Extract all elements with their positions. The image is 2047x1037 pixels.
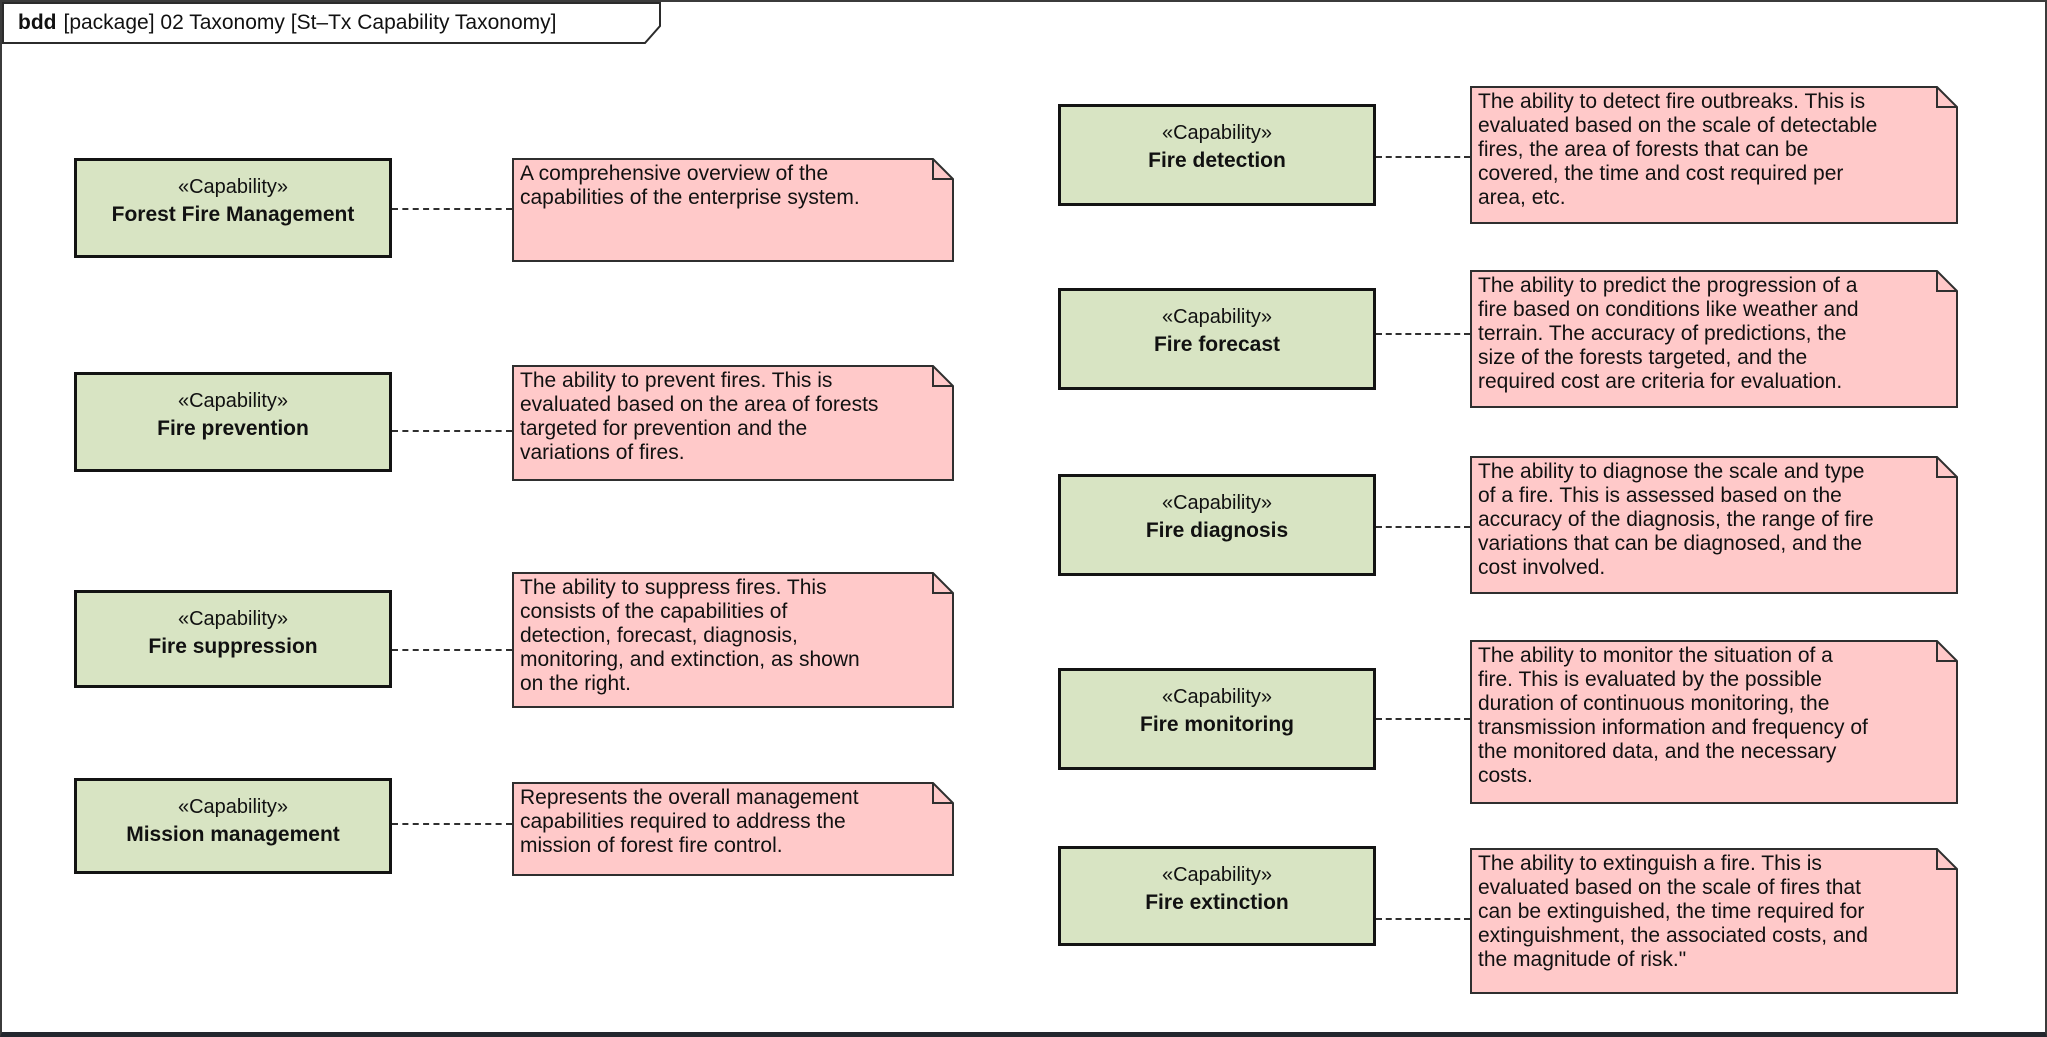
capability-block-fire-suppression[interactable]: «Capability» Fire suppression [74, 590, 392, 688]
capability-name: Forest Fire Management [111, 203, 355, 226]
capability-name: Fire prevention [157, 417, 309, 440]
capability-block-fire-diagnosis[interactable]: «Capability» Fire diagnosis [1058, 474, 1376, 576]
note-text: A comprehensive overview of the capabili… [520, 162, 860, 209]
connector-fire-extinction-note [1376, 918, 1470, 920]
connector-forest-fire-management-note [392, 208, 512, 210]
note-text: The ability to detect fire outbreaks. Th… [1478, 90, 1878, 209]
stereotype-label: «Capability» [1161, 492, 1273, 514]
note-mission-management[interactable]: Represents the overall management capabi… [512, 782, 954, 876]
capability-name: Fire suppression [148, 635, 318, 658]
connector-mission-management-note [392, 823, 512, 825]
stereotype-label: «Capability» [177, 390, 289, 412]
connector-fire-prevention-note [392, 430, 512, 432]
note-shape [512, 158, 954, 262]
stereotype-label: «Capability» [1161, 864, 1273, 886]
connector-fire-detection-note [1376, 156, 1470, 158]
note-shape [1470, 456, 1958, 594]
note-fire-extinction[interactable]: The ability to extinguish a fire. This i… [1470, 848, 1958, 994]
diagram-frame-title-tab: bdd [package] 02 Taxonomy [St–Tx Capabil… [2, 2, 664, 47]
stereotype-label: «Capability» [177, 608, 289, 630]
note-shape [1470, 270, 1958, 408]
note-fire-prevention[interactable]: The ability to prevent fires. This is ev… [512, 365, 954, 481]
note-shape [1470, 848, 1958, 994]
note-text: The ability to extinguish a fire. This i… [1478, 852, 1868, 971]
capability-name: Fire monitoring [1140, 713, 1294, 736]
capability-block-fire-monitoring[interactable]: «Capability» Fire monitoring [1058, 668, 1376, 770]
capability-name: Fire forecast [1153, 333, 1281, 356]
note-text: The ability to predict the progression o… [1478, 274, 1859, 393]
capability-block-fire-detection[interactable]: «Capability» Fire detection [1058, 104, 1376, 206]
diagram-kind-keyword: bdd [18, 10, 57, 34]
diagram-title-text: [package] 02 Taxonomy [St–Tx Capability … [63, 10, 557, 34]
note-shape [512, 782, 954, 876]
note-fire-detection[interactable]: The ability to detect fire outbreaks. Th… [1470, 86, 1958, 224]
diagram-title: bdd [package] 02 Taxonomy [St–Tx Capabil… [18, 2, 556, 43]
note-text: The ability to diagnose the scale and ty… [1478, 460, 1874, 579]
note-shape [512, 572, 954, 708]
connector-fire-suppression-note [392, 649, 512, 651]
capability-block-mission-management[interactable]: «Capability» Mission management [74, 778, 392, 874]
capability-name: Fire detection [1148, 149, 1286, 172]
note-text: The ability to suppress fires. This cons… [520, 576, 860, 695]
note-fire-forecast[interactable]: The ability to predict the progression o… [1470, 270, 1958, 408]
note-fire-monitoring[interactable]: The ability to monitor the situation of … [1470, 640, 1958, 804]
frame-tab-shape [2, 2, 661, 44]
note-forest-fire-management[interactable]: A comprehensive overview of the capabili… [512, 158, 954, 262]
stereotype-label: «Capability» [1161, 306, 1273, 328]
capability-name: Fire diagnosis [1145, 519, 1289, 542]
note-text: The ability to monitor the situation of … [1478, 644, 1868, 787]
note-shape [1470, 86, 1958, 224]
connector-fire-forecast-note [1376, 333, 1470, 335]
capability-block-fire-prevention[interactable]: «Capability» Fire prevention [74, 372, 392, 472]
note-fire-suppression[interactable]: The ability to suppress fires. This cons… [512, 572, 954, 708]
note-shape [512, 365, 954, 481]
capability-name: Mission management [126, 823, 340, 846]
stereotype-label: «Capability» [1161, 122, 1273, 144]
note-shape [1470, 640, 1958, 804]
note-text: The ability to prevent fires. This is ev… [520, 369, 879, 464]
note-fire-diagnosis[interactable]: The ability to diagnose the scale and ty… [1470, 456, 1958, 594]
connector-fire-diagnosis-note [1376, 526, 1470, 528]
stereotype-label: «Capability» [1161, 686, 1273, 708]
note-text: Represents the overall management capabi… [520, 786, 859, 857]
stereotype-label: «Capability» [177, 176, 289, 198]
capability-block-fire-forecast[interactable]: «Capability» Fire forecast [1058, 288, 1376, 390]
stereotype-label: «Capability» [177, 796, 289, 818]
capability-block-fire-extinction[interactable]: «Capability» Fire extinction [1058, 846, 1376, 946]
capability-block-forest-fire-management[interactable]: «Capability» Forest Fire Management [74, 158, 392, 258]
connector-fire-monitoring-note [1376, 718, 1470, 720]
capability-name: Fire extinction [1145, 891, 1289, 914]
